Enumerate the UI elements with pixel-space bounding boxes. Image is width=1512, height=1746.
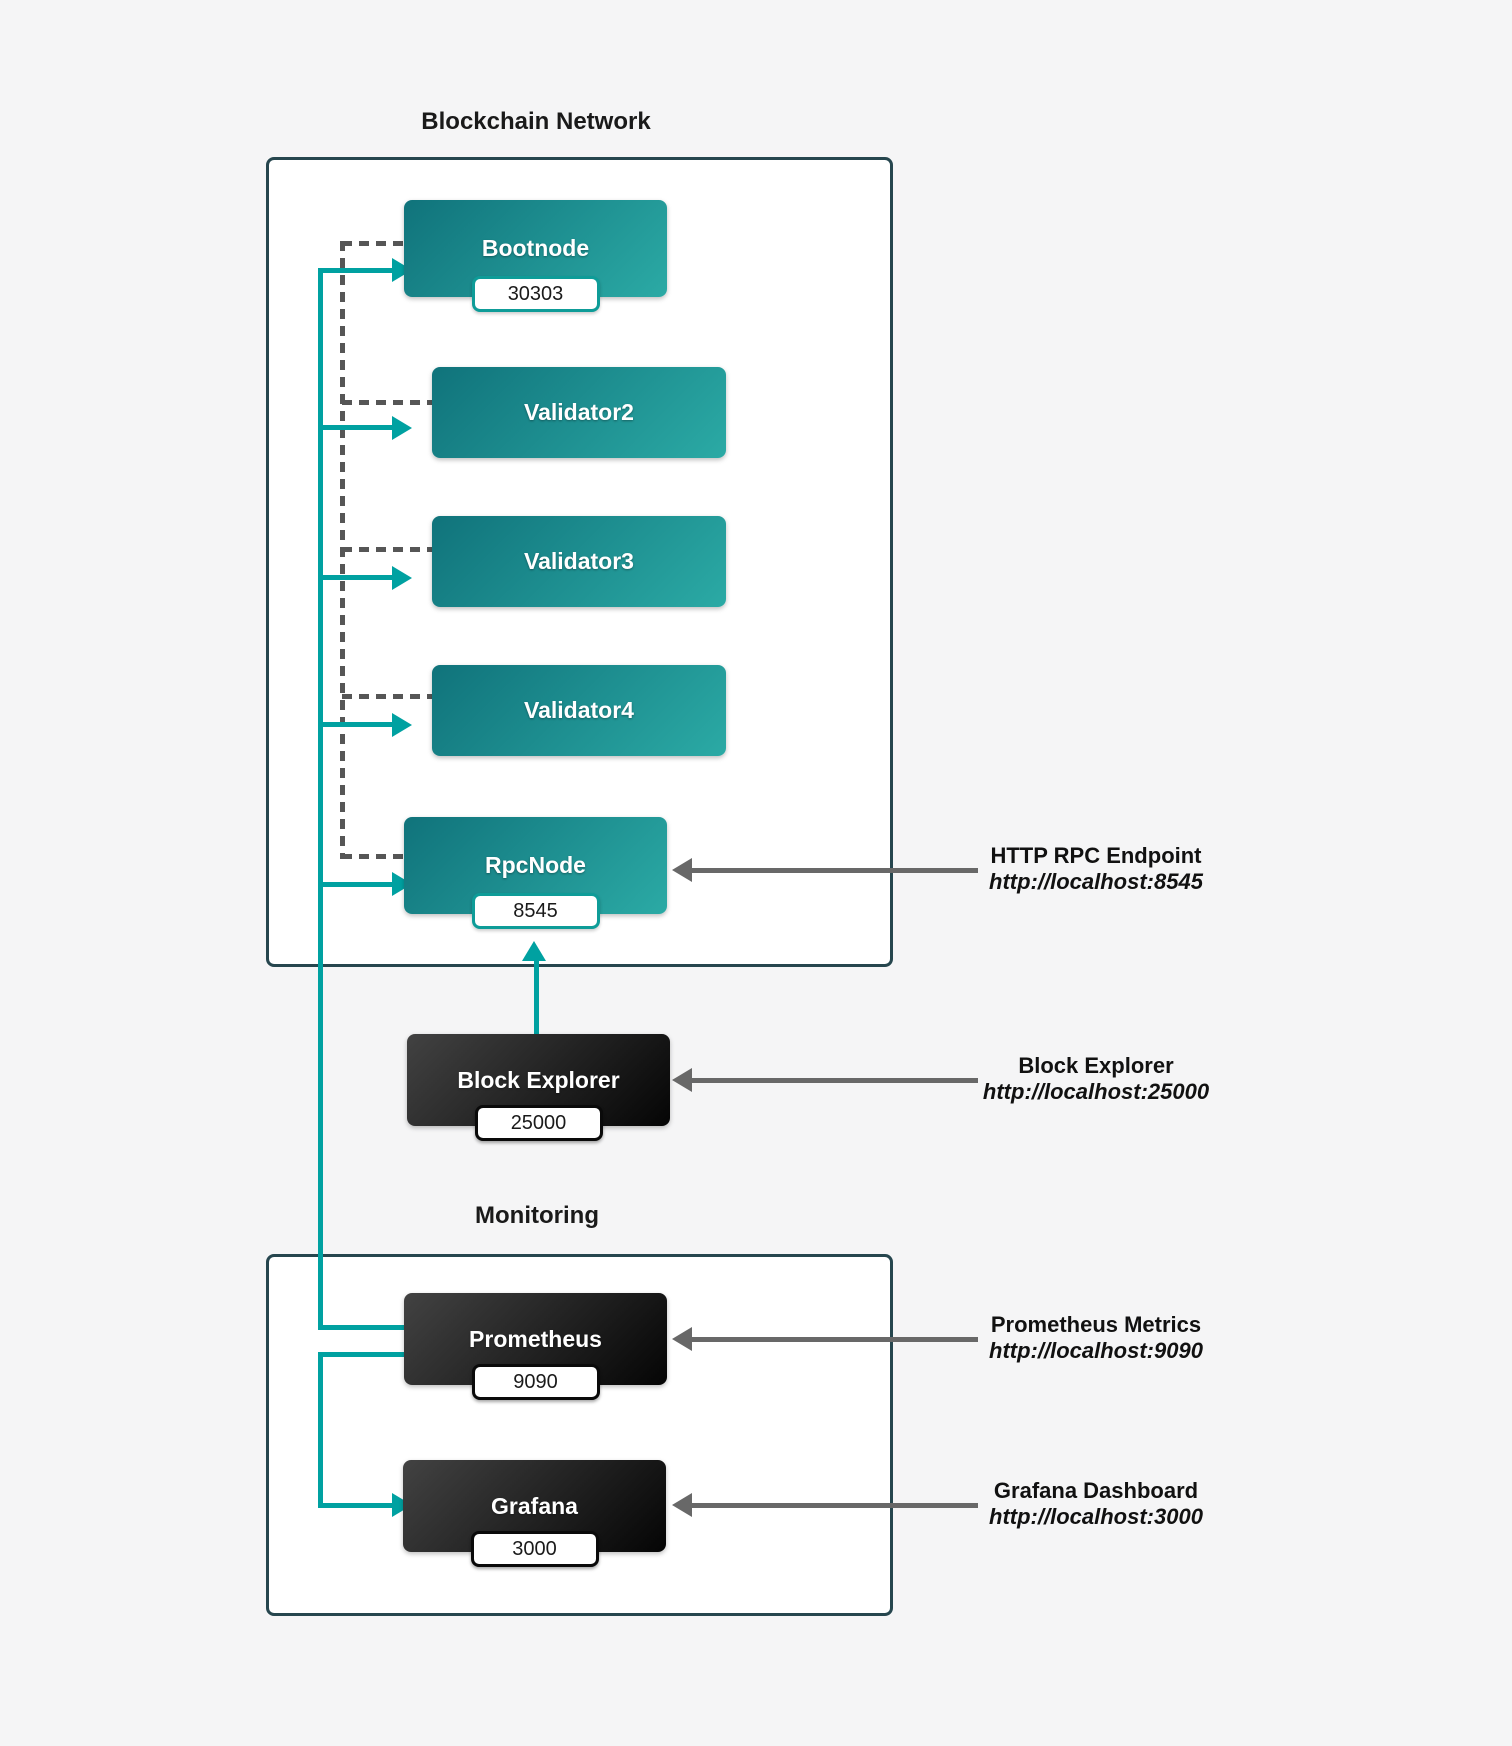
- dashed-edge-validator2: [342, 400, 432, 405]
- gray-arrowhead-rpc-icon: [672, 858, 692, 882]
- port-badge-rpcnode: 8545: [471, 893, 600, 929]
- annotation-prometheus-url: http://localhost:9090: [989, 1338, 1203, 1363]
- teal-edge-validator4: [318, 722, 392, 727]
- annotation-grafana-title: Grafana Dashboard: [993, 1478, 1199, 1503]
- node-grafana: Grafana 3000: [403, 1460, 666, 1567]
- teal-edge-prometheus-out: [318, 1352, 405, 1357]
- annotation-prometheus-title: Prometheus Metrics: [990, 1312, 1202, 1337]
- annotation-rpc-endpoint: HTTP RPC Endpoint http://localhost:8545: [896, 843, 1296, 895]
- teal-edge-validator2: [318, 425, 392, 430]
- monitoring-title: Monitoring: [475, 1202, 599, 1229]
- teal-edge-into-prometheus: [318, 1325, 405, 1330]
- annotation-explorer-url: http://localhost:25000: [982, 1079, 1210, 1104]
- node-bootnode: Bootnode 30303: [404, 200, 667, 312]
- node-grafana-label: Grafana: [491, 1492, 578, 1519]
- teal-edge-rpcnode: [318, 882, 392, 887]
- teal-edge-grafana: [318, 1503, 392, 1508]
- node-validator2-label: Validator2: [524, 399, 634, 425]
- arrowhead-rpc-up-icon: [522, 941, 546, 961]
- annotation-grafana: Grafana Dashboard http://localhost:3000: [896, 1478, 1296, 1530]
- annotation-block-explorer: Block Explorer http://localhost:25000: [896, 1053, 1296, 1105]
- node-validator3: Validator3: [432, 516, 726, 607]
- node-block-explorer-label: Block Explorer: [457, 1066, 620, 1093]
- port-badge-prometheus: 9090: [471, 1364, 600, 1400]
- port-badge-grafana: 3000: [470, 1531, 599, 1567]
- gray-edge-rpc: [690, 868, 978, 873]
- gray-arrowhead-prometheus-icon: [672, 1327, 692, 1351]
- teal-edge-grafana-trunk: [318, 1352, 323, 1508]
- arrowhead-validator3-icon: [392, 566, 412, 590]
- annotation-grafana-url: http://localhost:3000: [989, 1504, 1203, 1529]
- arrowhead-validator4-icon: [392, 713, 412, 737]
- node-prometheus: Prometheus 9090: [404, 1293, 667, 1400]
- node-validator3-label: Validator3: [524, 548, 634, 574]
- teal-edge-bootnode: [318, 268, 392, 273]
- dashed-edge-validator3: [342, 547, 432, 552]
- annotation-rpc-title: HTTP RPC Endpoint: [990, 843, 1202, 868]
- dashed-edge-rpcnode: [342, 854, 403, 859]
- gray-arrowhead-grafana-icon: [672, 1493, 692, 1517]
- annotation-rpc-url: http://localhost:8545: [989, 869, 1203, 894]
- port-badge-block-explorer: 25000: [474, 1105, 603, 1141]
- node-validator2: Validator2: [432, 367, 726, 458]
- annotation-prometheus: Prometheus Metrics http://localhost:9090: [896, 1312, 1296, 1364]
- node-rpcnode-label: RpcNode: [485, 852, 586, 878]
- gray-edge-explorer: [690, 1078, 978, 1083]
- dashed-edge-validator4: [342, 694, 432, 699]
- teal-edge-explorer-rpc: [534, 960, 539, 1034]
- dashed-edge-bootnode: [342, 241, 404, 246]
- node-block-explorer: Block Explorer 25000: [407, 1034, 670, 1141]
- annotation-explorer-title: Block Explorer: [1018, 1053, 1174, 1078]
- gray-edge-prometheus: [690, 1337, 978, 1342]
- teal-edge-validator3: [318, 575, 392, 580]
- node-validator4-label: Validator4: [524, 697, 634, 723]
- node-rpcnode: RpcNode 8545: [404, 817, 667, 929]
- gray-edge-grafana: [690, 1503, 978, 1508]
- port-badge-bootnode: 30303: [471, 276, 600, 312]
- node-bootnode-label: Bootnode: [481, 235, 590, 261]
- arrowhead-validator2-icon: [392, 416, 412, 440]
- node-prometheus-label: Prometheus: [469, 1325, 602, 1352]
- gray-arrowhead-explorer-icon: [672, 1068, 692, 1092]
- node-validator4: Validator4: [432, 665, 726, 756]
- blockchain-network-title: Blockchain Network: [421, 108, 651, 135]
- teal-edge-trunk: [318, 268, 323, 1330]
